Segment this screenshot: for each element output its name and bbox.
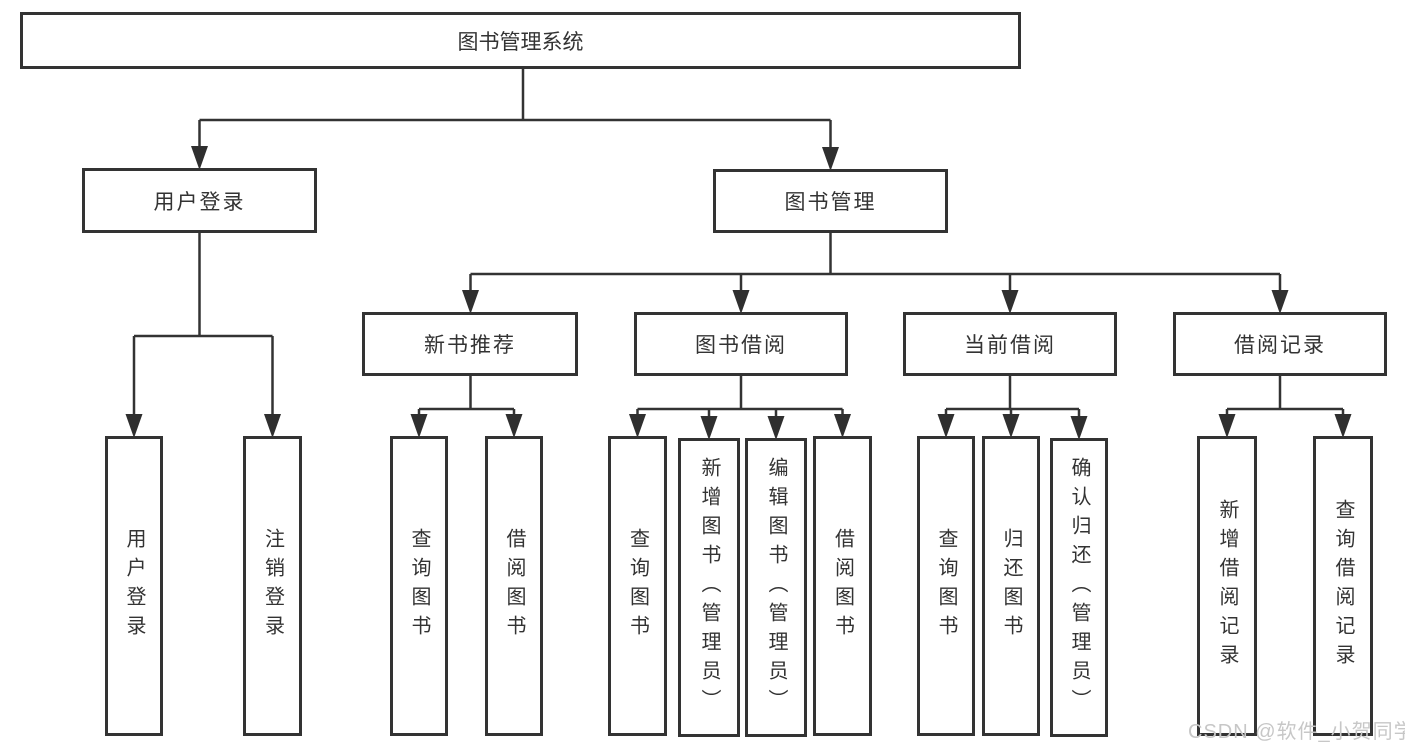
leaf-return-book: 归还图书	[982, 436, 1040, 736]
node-user-login: 用户登录	[82, 168, 317, 233]
connector-current-borrow-children	[937, 376, 1088, 440]
arrow-down-icon	[125, 414, 143, 438]
arrow-down-icon	[834, 414, 851, 438]
arrow-down-icon	[191, 146, 208, 170]
arrow-down-icon	[629, 414, 646, 438]
arrow-down-icon	[410, 414, 428, 438]
connector-root-to-level1	[191, 69, 839, 171]
arrow-down-icon	[1002, 414, 1020, 438]
arrow-down-icon	[1271, 290, 1289, 314]
node-book-borrow: 图书借阅	[634, 312, 848, 376]
arrow-down-icon	[1218, 414, 1236, 438]
node-current-borrow: 当前借阅	[903, 312, 1117, 376]
arrow-down-icon	[822, 147, 839, 171]
leaf-confirm-return-admin: 确认归还（管理员）	[1050, 438, 1108, 737]
leaf-borrow-book: 借阅图书	[813, 436, 872, 736]
leaf-borrow-book-recommend: 借阅图书	[485, 436, 543, 736]
leaf-edit-book-admin: 编辑图书（管理员）	[745, 438, 807, 737]
connector-new-book-children	[410, 376, 523, 438]
node-root: 图书管理系统	[20, 12, 1021, 69]
arrow-down-icon	[767, 416, 785, 440]
leaf-add-book-admin: 新增图书（管理员）	[678, 438, 740, 737]
arrow-down-icon	[937, 414, 955, 438]
arrow-down-icon	[264, 414, 281, 438]
node-borrow-record: 借阅记录	[1173, 312, 1387, 376]
csdn-watermark: CSDN @软件_小贺同学	[1188, 721, 1405, 743]
leaf-add-borrow-record: 新增借阅记录	[1197, 436, 1257, 736]
arrow-down-icon	[732, 290, 750, 314]
leaf-logout: 注销登录	[243, 436, 302, 736]
arrow-down-icon	[700, 416, 718, 440]
node-new-book-recommend: 新书推荐	[362, 312, 578, 376]
arrow-down-icon	[505, 414, 523, 438]
arrow-down-icon	[1001, 290, 1019, 314]
leaf-user-login: 用户登录	[105, 436, 163, 736]
connector-book-borrow-children	[629, 376, 851, 440]
connector-book-mgmt-to-level2	[462, 233, 1289, 314]
node-book-management: 图书管理	[713, 169, 948, 233]
connector-user-login-children	[125, 233, 281, 438]
arrow-down-icon	[1070, 416, 1088, 440]
connector-borrow-record-children	[1218, 376, 1352, 438]
leaf-query-book-current: 查询图书	[917, 436, 975, 736]
arrow-down-icon	[462, 290, 479, 314]
leaf-query-book-borrow: 查询图书	[608, 436, 667, 736]
leaf-query-borrow-record: 查询借阅记录	[1313, 436, 1373, 736]
leaf-query-book-recommend: 查询图书	[390, 436, 448, 736]
arrow-down-icon	[1334, 414, 1352, 438]
